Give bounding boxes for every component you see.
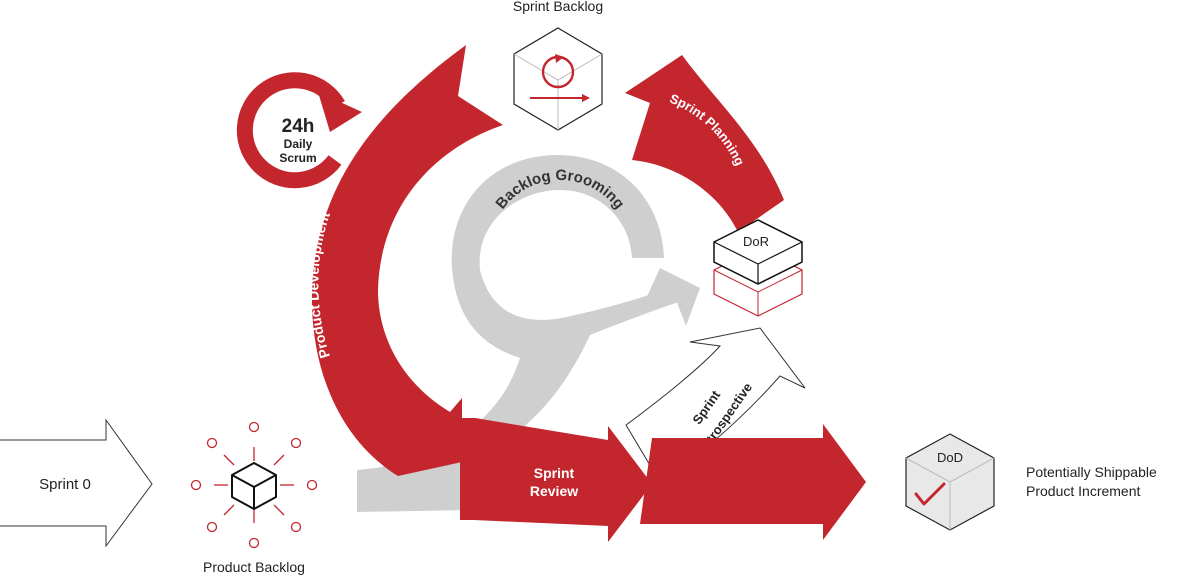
cycle-cube-icon [513, 27, 603, 131]
sprint-0-arrow: Sprint 0 [0, 418, 153, 548]
sprint-review-label-1: Sprint [534, 465, 575, 481]
daily-scrum-time: 24h [282, 116, 315, 137]
checkmark-cube-icon: DoD [905, 433, 995, 531]
product-backlog-label: Product Backlog [203, 559, 305, 575]
sprint-0-shape [0, 418, 153, 548]
backlog-grooming-spiral [357, 155, 700, 512]
grooming-arrow-head [640, 268, 700, 326]
sprint-planning-shape [625, 55, 784, 232]
dor-label: DoR [743, 234, 769, 249]
stacked-box-icon: DoR [713, 219, 803, 317]
daily-scrum-ring [236, 72, 345, 189]
grooming-spiral-body [357, 155, 684, 472]
network-cube-icon [190, 421, 318, 549]
daily-scrum-label-2: Scrum [279, 151, 316, 165]
sprint-0-label: Sprint 0 [39, 476, 91, 493]
increment-label-2: Product Increment [1026, 483, 1140, 499]
sprint-review-label-2: Review [530, 483, 578, 499]
daily-scrum-loop: 24h Daily Scrum [236, 72, 362, 189]
increment-arrow [640, 424, 866, 540]
increment-label-1: Potentially Shippable [1026, 464, 1157, 480]
product-development-arc [311, 45, 503, 476]
sprint-backlog-label: Sprint Backlog [513, 0, 603, 14]
sprint-review-shape [460, 418, 652, 542]
daily-scrum-arrowhead [318, 92, 362, 132]
daily-scrum-label-1: Daily [284, 137, 313, 151]
grooming-tail [357, 458, 470, 512]
dod-label: DoD [937, 450, 963, 465]
sprint-review-arrow: Sprint Review [460, 418, 652, 542]
